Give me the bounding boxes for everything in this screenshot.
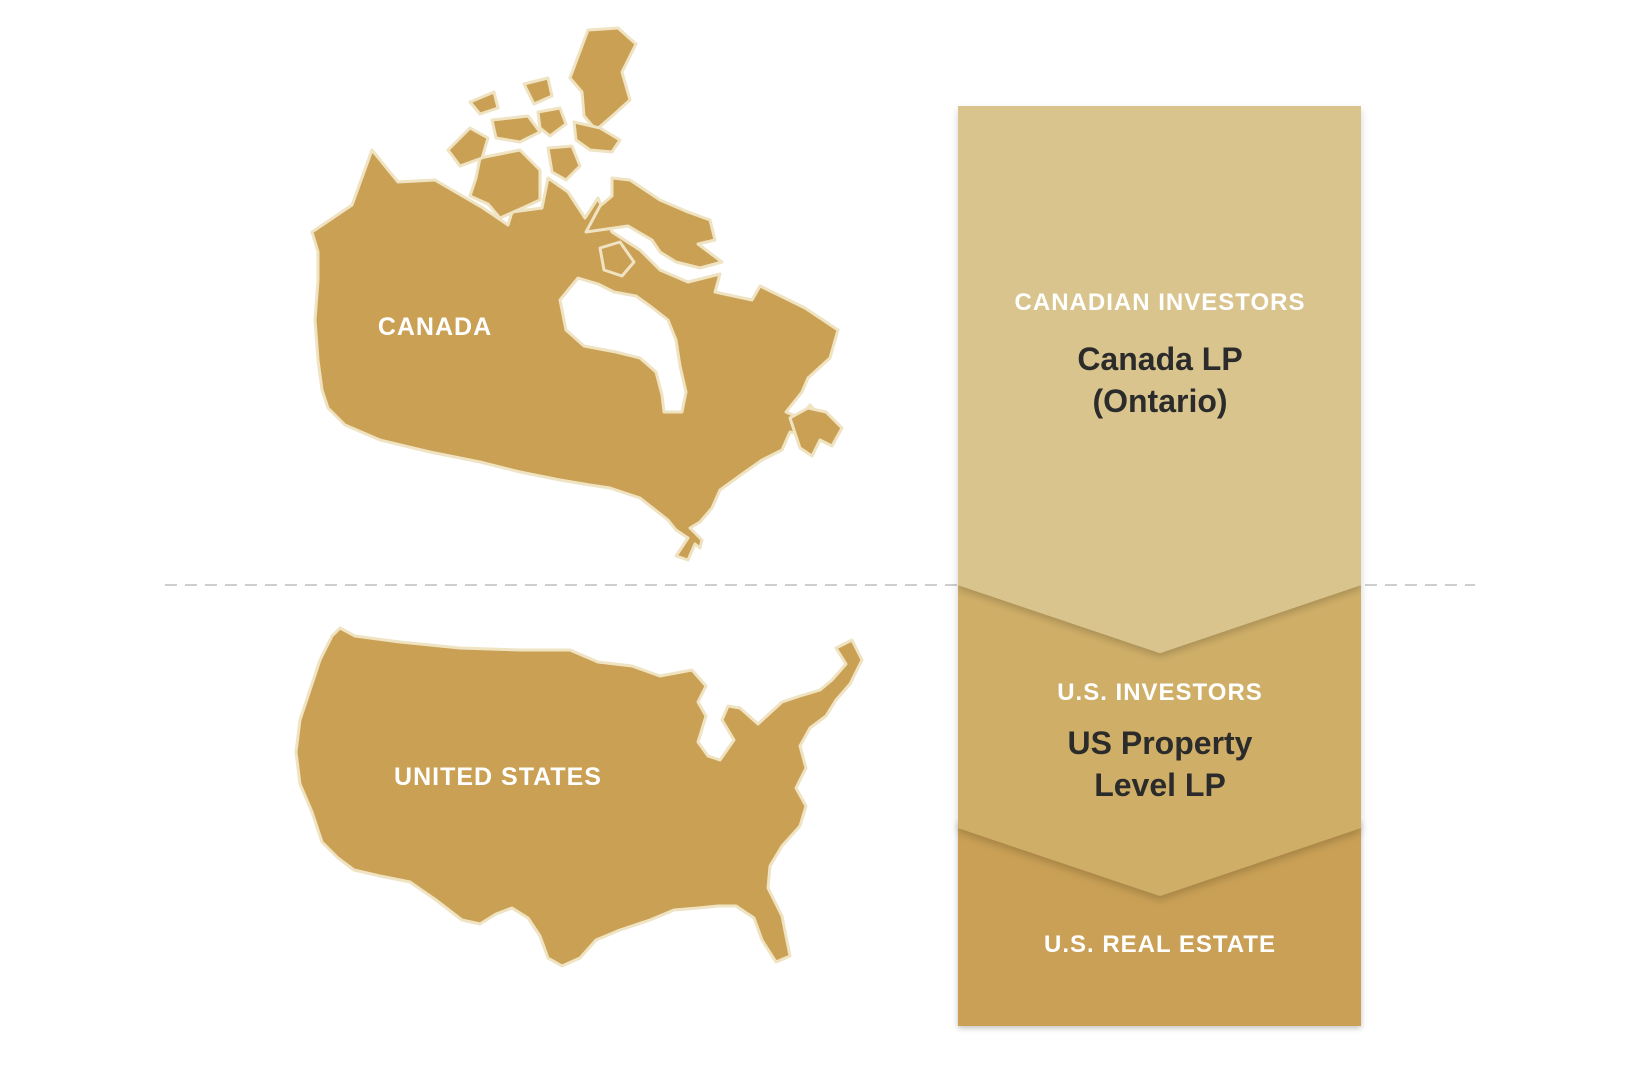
tier-us-real-estate-heading: U.S. REAL ESTATE (1044, 931, 1276, 958)
us-mainland (294, 626, 864, 968)
canada-mainland (310, 148, 840, 562)
tier-us-real-estate-block (958, 820, 1361, 1026)
structure-column: CANADIAN INVESTORS Canada LP (Ontario) U… (958, 106, 1361, 1026)
canada-island-small-1 (468, 90, 500, 116)
canada-island-baffin (584, 176, 724, 270)
us-label: UNITED STATES (394, 763, 602, 791)
canada-lp-entity-line2: (Ontario) (1092, 383, 1227, 419)
canada-island-devon (572, 120, 622, 154)
canada-newfoundland (788, 406, 844, 458)
tier-canadian-investors-block (958, 106, 1361, 653)
us-map: UNITED STATES (294, 626, 864, 968)
canada-label: CANADA (378, 313, 492, 341)
tier-us-investors-heading: U.S. INVESTORS (1057, 679, 1263, 706)
canada-island-bathurst (536, 106, 568, 138)
canada-island-victoria (468, 148, 542, 220)
canada-lp-entity-line1: Canada LP (1077, 341, 1242, 377)
canada-map: CANADA (310, 26, 844, 562)
tier-us-investors-block (958, 585, 1361, 896)
us-property-lp-entity-line2: Level LP (1094, 767, 1226, 803)
tier-canadian-investors-heading: CANADIAN INVESTORS (1015, 289, 1306, 316)
canada-island-melville (490, 114, 542, 144)
canada-island-banks (446, 126, 490, 168)
canada-island-ellesmere (568, 26, 638, 132)
us-property-lp-entity-line1: US Property (1068, 725, 1253, 761)
canada-island-somerset (546, 144, 582, 182)
canada-island-small-2 (522, 76, 554, 106)
canada-island-southampton (598, 240, 636, 278)
